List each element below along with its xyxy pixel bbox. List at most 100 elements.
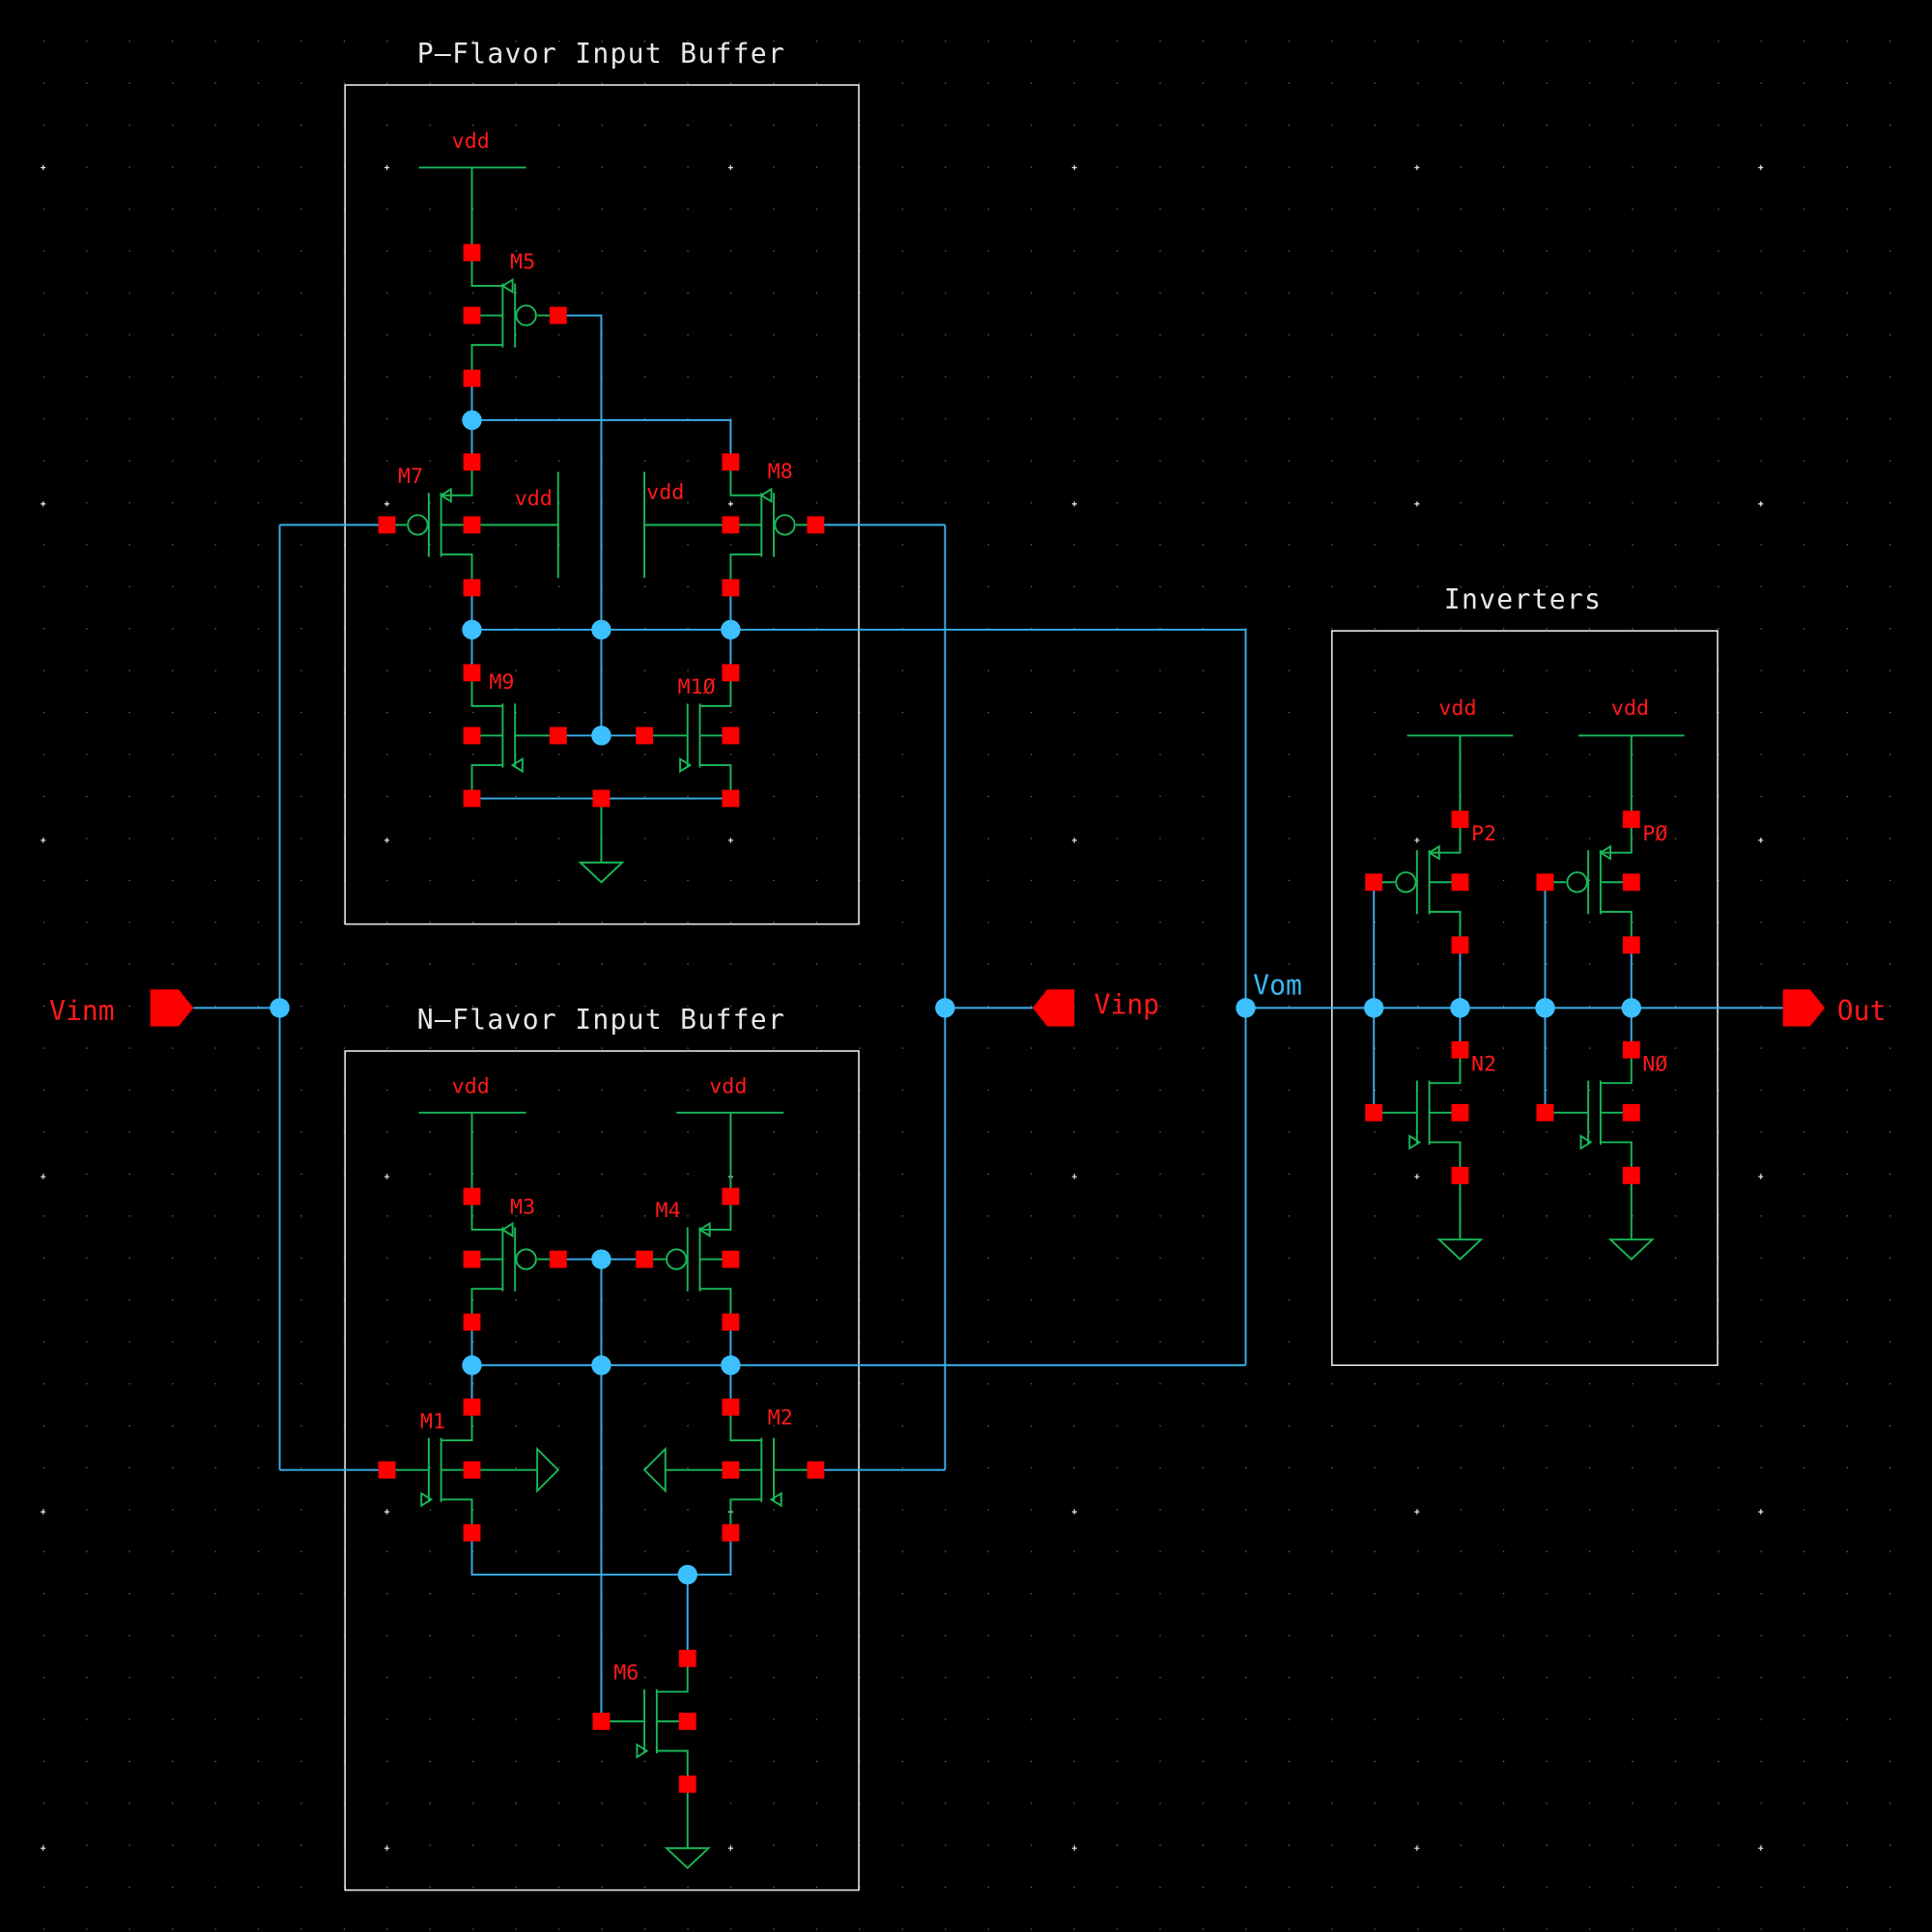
wire[interactable] bbox=[471, 418, 732, 463]
terminal-pin[interactable] bbox=[636, 1250, 654, 1268]
pmos-transistor[interactable] bbox=[1545, 819, 1633, 946]
vinp-input-pin[interactable] bbox=[1032, 989, 1075, 1027]
terminal-pin[interactable] bbox=[722, 1250, 740, 1268]
pmos-transistor[interactable] bbox=[729, 462, 816, 588]
device-label-m6[interactable]: M6 bbox=[613, 1662, 639, 1686]
wire[interactable] bbox=[470, 1532, 732, 1577]
device-label-m1[interactable]: M1 bbox=[420, 1409, 445, 1434]
terminal-pin[interactable] bbox=[463, 369, 481, 387]
terminal-pin[interactable] bbox=[722, 664, 740, 682]
terminal-pin[interactable] bbox=[722, 726, 740, 745]
terminal-pin[interactable] bbox=[678, 1649, 696, 1667]
device-label-m8[interactable]: M8 bbox=[768, 460, 793, 484]
pmos-transistor[interactable] bbox=[1374, 819, 1462, 946]
device-label-m7[interactable]: M7 bbox=[398, 465, 423, 489]
vinm-input-pin[interactable] bbox=[150, 989, 194, 1027]
device-label-n0[interactable]: NØ bbox=[1642, 1052, 1667, 1076]
terminal-pin[interactable] bbox=[1536, 1103, 1554, 1122]
terminal-pin[interactable] bbox=[1451, 1166, 1469, 1184]
terminal-pin[interactable] bbox=[1622, 936, 1640, 954]
nmos-transistor[interactable] bbox=[601, 1658, 689, 1784]
terminal-pin[interactable] bbox=[463, 306, 481, 325]
terminal-pin[interactable] bbox=[1451, 1040, 1469, 1059]
terminal-pin[interactable] bbox=[722, 789, 740, 808]
terminal-pin[interactable] bbox=[722, 1398, 740, 1416]
grid-dot bbox=[1588, 1550, 1591, 1552]
device-label-m10[interactable]: M1Ø bbox=[678, 675, 716, 699]
terminal-pin[interactable] bbox=[722, 579, 740, 597]
terminal-pin[interactable] bbox=[592, 1712, 611, 1730]
terminal-pin[interactable] bbox=[463, 664, 481, 682]
device-label-p2[interactable]: P2 bbox=[1471, 822, 1496, 846]
terminal-pin[interactable] bbox=[463, 1398, 481, 1416]
terminal-pin[interactable] bbox=[678, 1712, 696, 1730]
nmos-transistor[interactable] bbox=[729, 1406, 816, 1533]
nmos-transistor[interactable] bbox=[1545, 1049, 1633, 1176]
terminal-pin[interactable] bbox=[463, 1187, 481, 1206]
terminal-pin[interactable] bbox=[722, 1461, 740, 1479]
pmos-transistor[interactable] bbox=[386, 462, 473, 588]
terminal-pin[interactable] bbox=[463, 726, 481, 745]
terminal-pin[interactable] bbox=[592, 789, 611, 808]
wire[interactable] bbox=[557, 314, 603, 736]
terminal-pin[interactable] bbox=[378, 1461, 396, 1479]
device-label-m3[interactable]: M3 bbox=[510, 1195, 535, 1219]
terminal-pin[interactable] bbox=[1451, 810, 1469, 829]
terminal-pin[interactable] bbox=[549, 1250, 567, 1268]
terminal-pin[interactable] bbox=[378, 516, 396, 534]
terminal-pin[interactable] bbox=[463, 789, 481, 808]
terminal-pin[interactable] bbox=[1622, 1166, 1640, 1184]
terminal-pin[interactable] bbox=[463, 1313, 481, 1331]
grid-dot bbox=[472, 1425, 474, 1427]
terminal-pin[interactable] bbox=[722, 516, 740, 534]
terminal-pin[interactable] bbox=[1622, 1040, 1640, 1059]
terminal-pin[interactable] bbox=[807, 516, 825, 534]
grid-dot bbox=[1889, 376, 1891, 378]
device-label-m5[interactable]: M5 bbox=[510, 250, 535, 274]
p-flavor-buffer-block[interactable] bbox=[344, 84, 860, 925]
terminal-pin[interactable] bbox=[463, 579, 481, 597]
terminal-pin[interactable] bbox=[1451, 936, 1469, 954]
terminal-pin[interactable] bbox=[463, 453, 481, 471]
terminal-pin[interactable] bbox=[678, 1776, 696, 1793]
terminal-pin[interactable] bbox=[463, 516, 481, 534]
grid-dot bbox=[1760, 922, 1762, 923]
terminal-pin[interactable] bbox=[722, 453, 740, 471]
out-output-pin[interactable] bbox=[1782, 989, 1826, 1027]
nmos-transistor[interactable] bbox=[386, 1406, 473, 1533]
device-label-m4[interactable]: M4 bbox=[656, 1199, 681, 1223]
nmos-transistor[interactable] bbox=[1374, 1049, 1462, 1176]
device-label-m2[interactable]: M2 bbox=[768, 1406, 793, 1430]
terminal-pin[interactable] bbox=[1451, 873, 1469, 892]
terminal-pin[interactable] bbox=[1365, 873, 1383, 892]
terminal-pin[interactable] bbox=[1622, 1103, 1640, 1122]
terminal-pin[interactable] bbox=[1622, 810, 1640, 829]
nmos-transistor[interactable] bbox=[644, 672, 732, 799]
pmos-transistor[interactable] bbox=[470, 1196, 558, 1322]
terminal-pin[interactable] bbox=[807, 1461, 825, 1479]
terminal-pin[interactable] bbox=[1365, 1103, 1383, 1122]
terminal-pin[interactable] bbox=[1622, 873, 1640, 892]
terminal-pin[interactable] bbox=[722, 1313, 740, 1331]
terminal-pin[interactable] bbox=[1451, 1103, 1469, 1122]
terminal-pin[interactable] bbox=[722, 1523, 740, 1542]
terminal-pin[interactable] bbox=[722, 1187, 740, 1206]
nmos-transistor[interactable] bbox=[470, 672, 558, 799]
pmos-transistor[interactable] bbox=[644, 1196, 732, 1322]
pmos-transistor[interactable] bbox=[470, 252, 558, 379]
terminal-pin[interactable] bbox=[549, 726, 567, 745]
grid-dot bbox=[128, 250, 130, 252]
inverters-block[interactable] bbox=[1331, 630, 1719, 1367]
terminal-pin[interactable] bbox=[463, 1523, 481, 1542]
terminal-pin[interactable] bbox=[636, 726, 654, 745]
terminal-pin[interactable] bbox=[1536, 873, 1554, 892]
terminal-pin[interactable] bbox=[463, 1461, 481, 1479]
device-label-p0[interactable]: PØ bbox=[1642, 822, 1667, 846]
device-label-m9[interactable]: M9 bbox=[489, 670, 514, 695]
terminal-pin[interactable] bbox=[549, 306, 567, 325]
grid-dot bbox=[1718, 1466, 1719, 1469]
terminal-pin[interactable] bbox=[463, 243, 481, 262]
device-label-n2[interactable]: N2 bbox=[1471, 1052, 1496, 1076]
terminal-pin[interactable] bbox=[463, 1250, 481, 1268]
